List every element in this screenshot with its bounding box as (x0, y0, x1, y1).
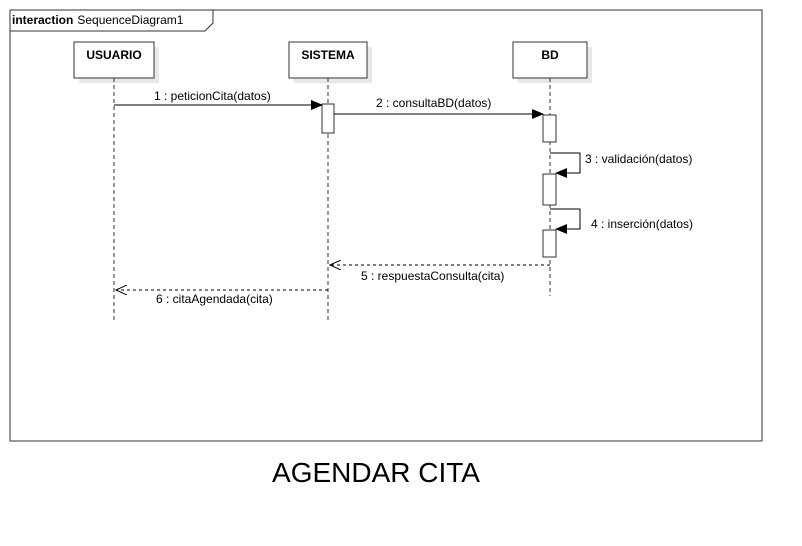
frame-keyword: interaction (12, 13, 73, 27)
message-1-label: 1 : peticionCita(datos) (154, 89, 271, 103)
bd-activation-3[interactable] (542, 229, 557, 258)
message-3-arrow[interactable] (550, 152, 581, 178)
message-5-label: 5 : respuestaConsulta(cita) (361, 269, 504, 283)
message-6-label: 6 : citaAgendada(cita) (156, 292, 273, 306)
usuario-name: USUARIO (86, 48, 141, 62)
diagram-caption: AGENDAR CITA (272, 457, 480, 488)
message-3-label: 3 : validación(datos) (585, 152, 692, 166)
message-4-label: 4 : inserción(datos) (591, 217, 693, 231)
message-4-arrow[interactable] (550, 208, 581, 234)
bd-activation-1[interactable] (542, 114, 557, 143)
bd-activation-2[interactable] (542, 173, 557, 206)
frame-name: SequenceDiagram1 (77, 13, 183, 27)
frame-label: interaction SequenceDiagram1 (12, 13, 184, 27)
bd-name: BD (541, 48, 559, 62)
message-2-label: 2 : consultaBD(datos) (376, 96, 491, 110)
sistema-name: SISTEMA (301, 48, 355, 62)
sistema-activation[interactable] (321, 103, 335, 134)
sistema-head[interactable] (288, 41, 368, 79)
bd-head[interactable] (512, 41, 588, 79)
frame-label-box (10, 10, 214, 32)
